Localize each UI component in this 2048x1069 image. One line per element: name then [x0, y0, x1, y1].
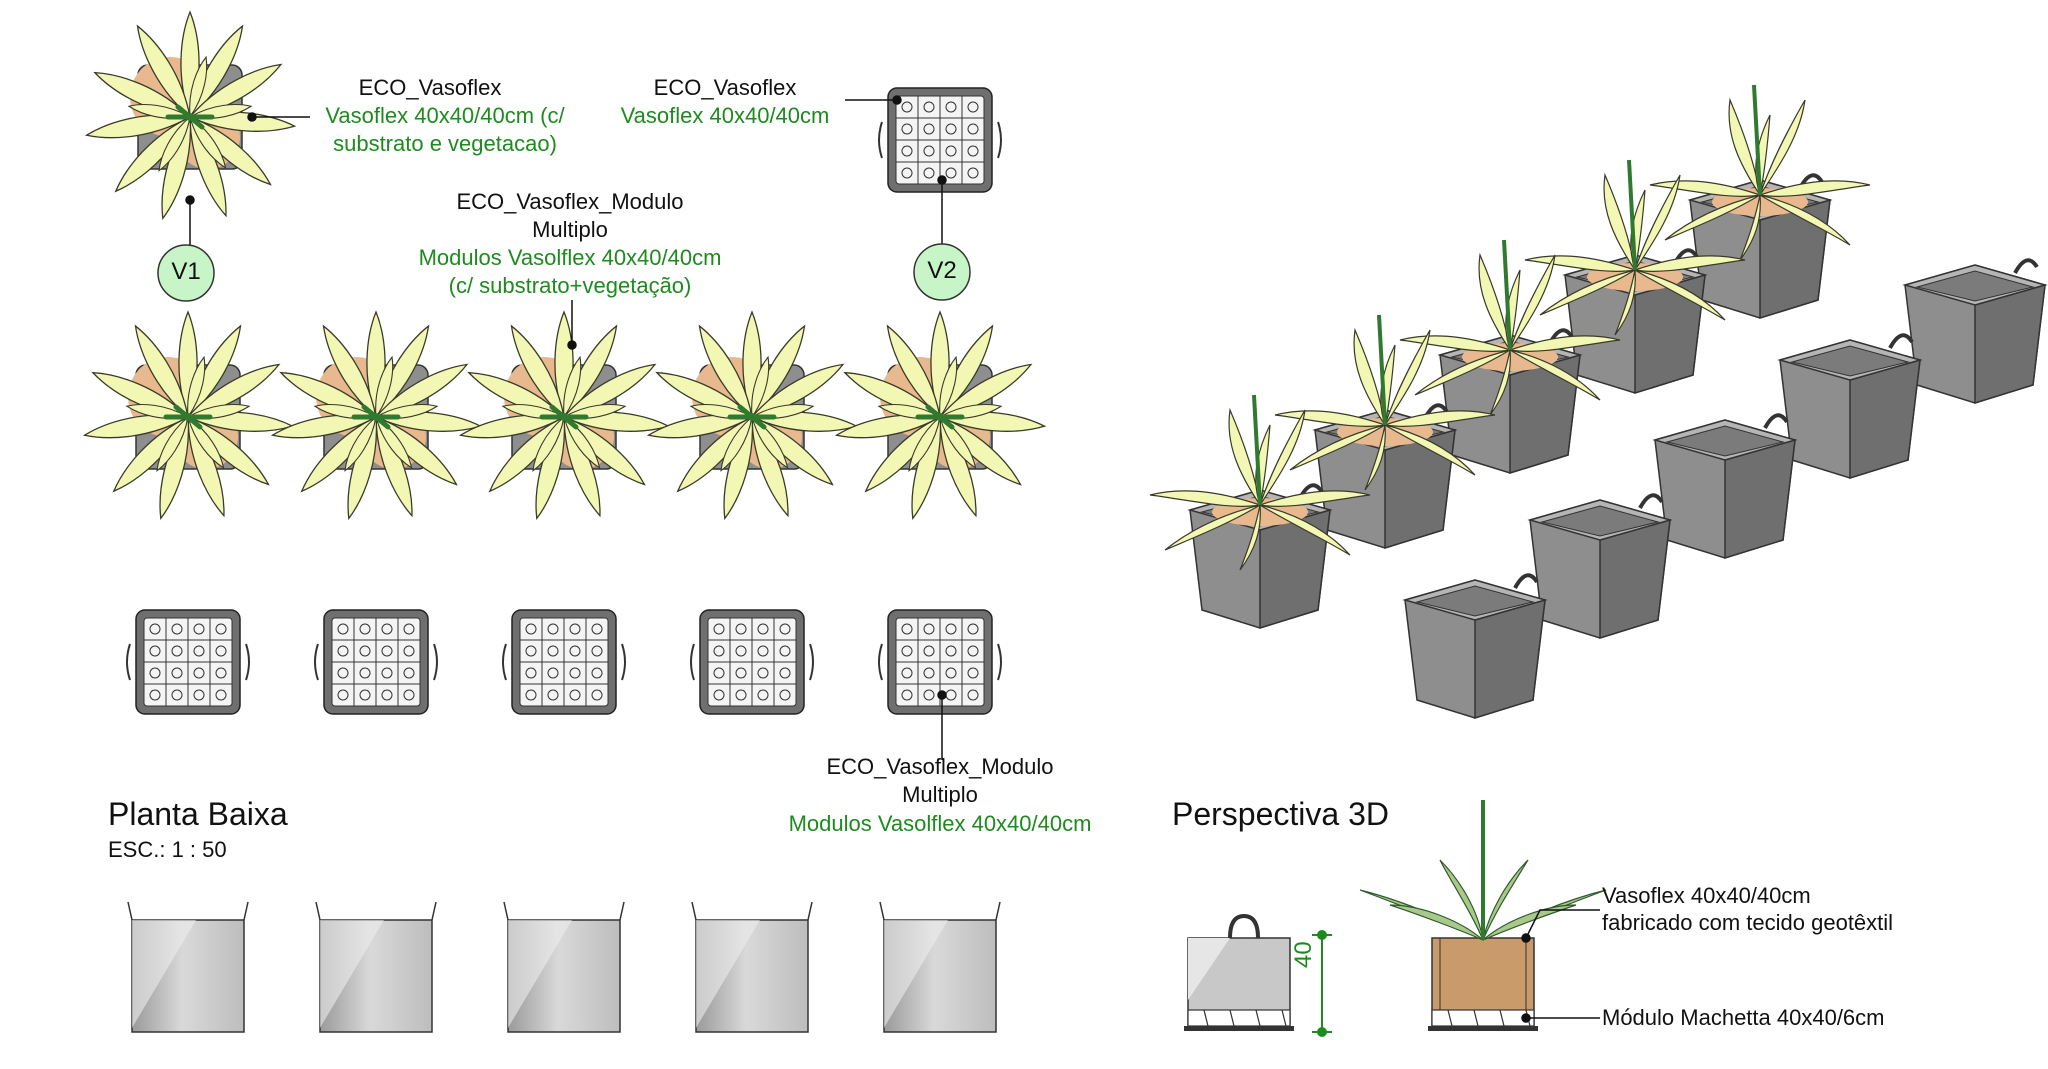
planted-pot-3 — [459, 312, 669, 521]
v1-type-label-line1: Vasoflex 40x40/40cm (c/ — [325, 103, 565, 128]
section-planted-pot — [1359, 800, 1607, 1031]
module-grid-family-label-line2: Multiplo — [902, 782, 978, 807]
dimension-40-label: 40 — [1290, 941, 1317, 968]
iso-planted-pot-2 — [1523, 158, 1747, 395]
plan-title: Planta Baixa — [108, 796, 288, 832]
planted-pot-4 — [647, 312, 857, 521]
module-grid-row — [126, 609, 1002, 715]
module-grid-2 — [314, 609, 438, 715]
v1-tag — [157, 244, 215, 302]
note-vasoflex-line1: Vasoflex 40x40/40cm — [1602, 883, 1811, 908]
v2-leader — [845, 95, 947, 245]
module-grid-leader — [937, 690, 947, 760]
iso-empty-pot-3 — [1653, 413, 1797, 560]
module-leader — [567, 300, 577, 350]
planted-pot-5 — [835, 312, 1045, 521]
v2-tag-text: V2 — [927, 257, 957, 284]
v2-tag — [913, 243, 971, 301]
iso-empty-pot-2 — [1778, 333, 1922, 480]
elevation-pot-2 — [315, 901, 437, 1033]
iso-planted-pot-3 — [1398, 238, 1622, 475]
iso-empty-pot-5 — [1403, 573, 1547, 720]
v1-type-label-line2: substrato e vegetacao) — [333, 131, 557, 156]
module-grid-type-label: Modulos Vasolflex 40x40/40cm — [788, 811, 1092, 836]
v2-type-label: Vasoflex 40x40/40cm — [620, 103, 830, 128]
module-grid-1 — [126, 609, 250, 715]
iso-planted-pot-1 — [1648, 83, 1872, 320]
module-type-label-line2: (c/ substrato+vegetação) — [448, 273, 692, 298]
elevation-pot-3 — [503, 901, 625, 1033]
iso-empty-pot-4 — [1528, 493, 1672, 640]
module-grid-4 — [690, 609, 814, 715]
iso-empty-pot-1 — [1903, 258, 2047, 405]
module-grid-3 — [502, 609, 626, 715]
module-type-label-line1: Modulos Vasolflex 40x40/40cm — [418, 245, 722, 270]
iso-planted-pot-5 — [1148, 393, 1372, 630]
module-grid-family-label-line1: ECO_Vasoflex_Modulo — [826, 754, 1054, 779]
iso-planted-pot-row — [1148, 83, 1872, 630]
elevation-pot-1 — [127, 901, 249, 1033]
planted-module-row — [83, 312, 1045, 521]
iso-planted-pot-4 — [1273, 313, 1497, 550]
planted-pot-1 — [83, 312, 293, 521]
elevation-pot-5 — [879, 901, 1001, 1033]
dimension-line — [1312, 930, 1332, 1037]
v1-tag-text: V1 — [171, 258, 201, 285]
v1-family-label: ECO_Vasoflex — [358, 75, 502, 100]
elevation-pot-row — [127, 901, 1001, 1033]
v1-leader — [185, 112, 310, 250]
section-empty-pot — [1184, 913, 1294, 1031]
plan-scale: ESC.: 1 : 50 — [108, 837, 227, 862]
note-modulo: Módulo Machetta 40x40/6cm — [1602, 1005, 1885, 1030]
v2-family-label: ECO_Vasoflex — [653, 75, 797, 100]
planted-pot-2 — [271, 312, 481, 521]
elevation-pot-4 — [691, 901, 813, 1033]
module-family-label-line1: ECO_Vasoflex_Modulo — [456, 189, 684, 214]
module-family-label-line2: Multiplo — [532, 217, 608, 242]
section-leaders — [1521, 909, 1600, 1023]
note-vasoflex-line2: fabricado com tecido geotêxtil — [1602, 910, 1894, 935]
perspective-title: Perspectiva 3D — [1172, 796, 1389, 832]
